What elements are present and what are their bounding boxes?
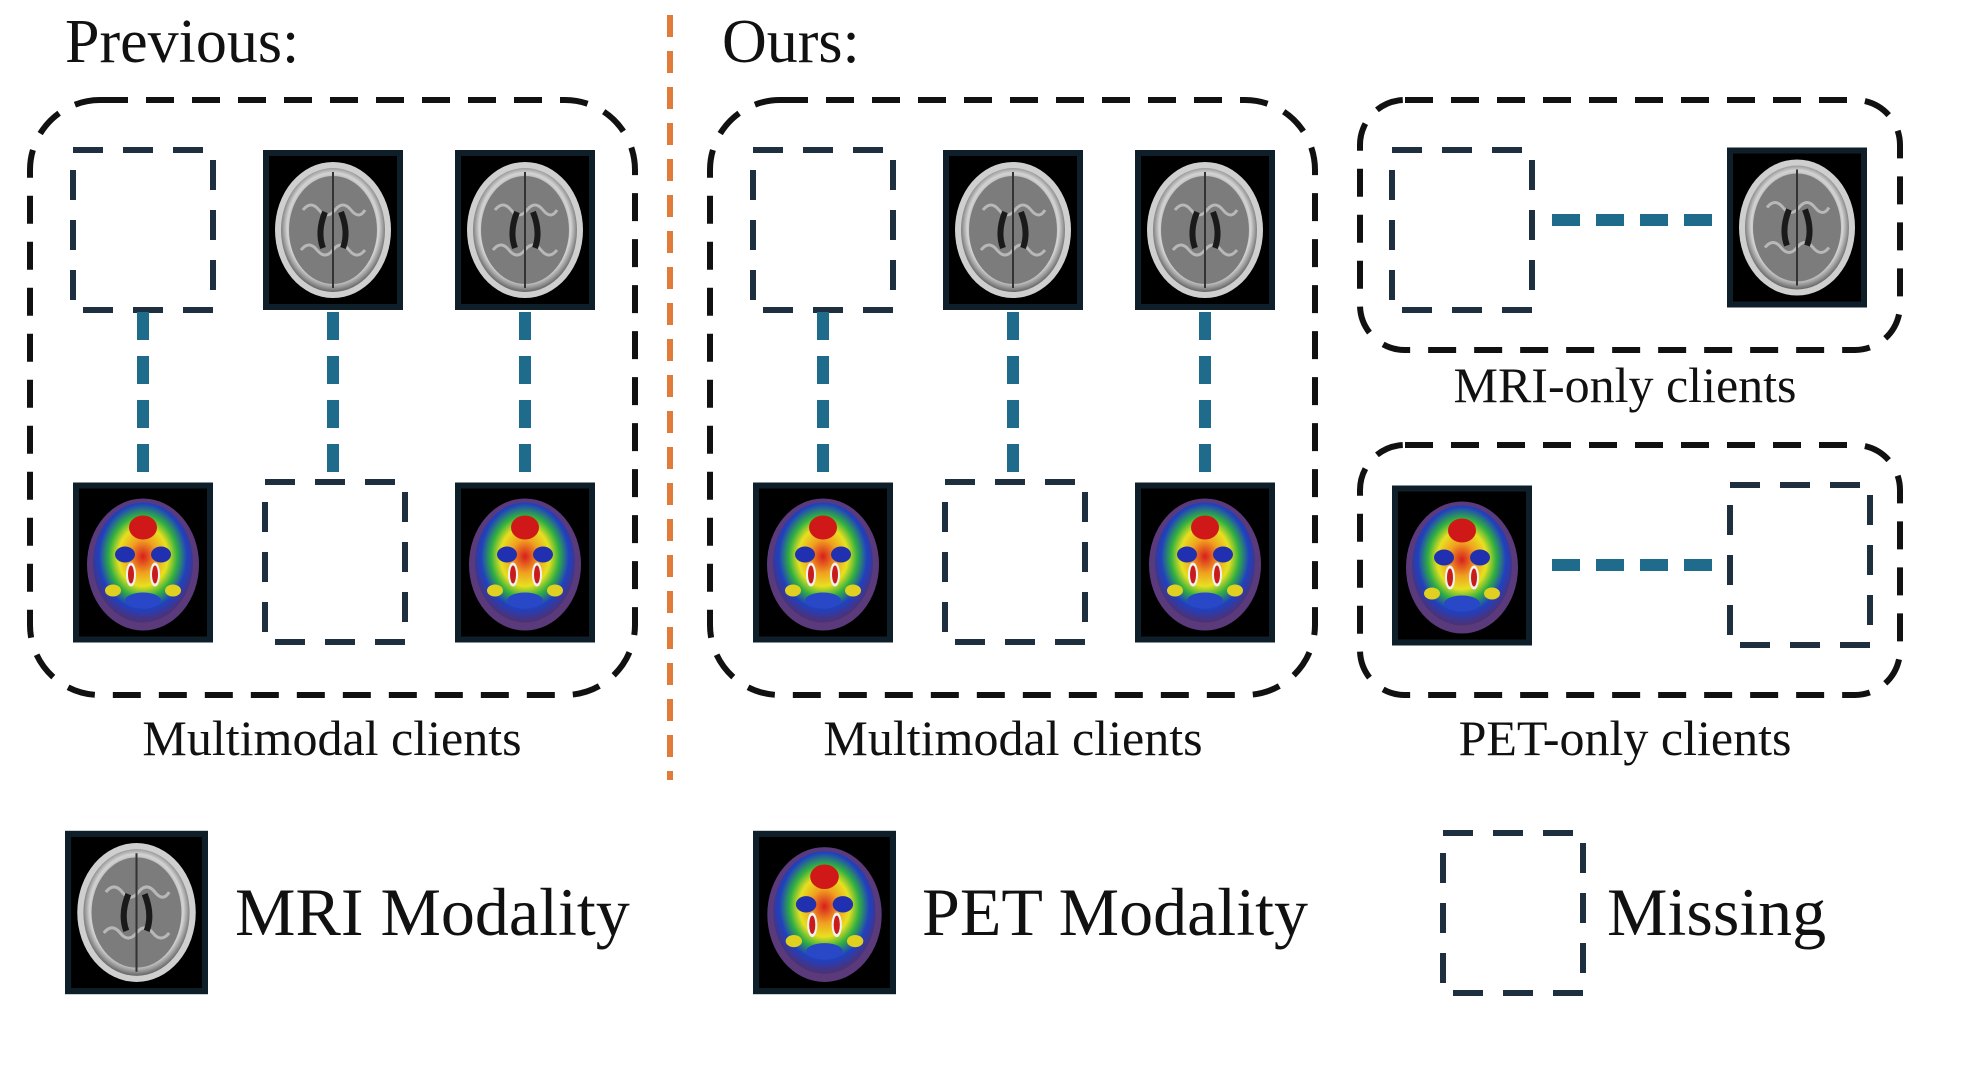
group-box-pet-only — [1357, 442, 1903, 698]
legend-missing-label: Missing — [1607, 874, 1826, 950]
legend-pet-label: PET Modality — [922, 874, 1308, 950]
group-box-ours-multimodal — [707, 97, 1318, 698]
mri-tile — [455, 150, 595, 310]
missing-mri-box — [70, 147, 216, 313]
group-box-mri-only — [1357, 97, 1903, 353]
missing-pet-box — [942, 479, 1088, 645]
group-box-previous-multimodal — [27, 97, 638, 698]
mri-tile — [1727, 148, 1867, 308]
group-label-previous-multimodal: Multimodal clients — [142, 710, 521, 766]
pet-tile — [753, 482, 893, 643]
missing-mri-box — [750, 147, 896, 313]
mri-tile — [263, 150, 403, 310]
missing-pet-box — [1389, 147, 1535, 313]
group-label-pet-only: PET-only clients — [1459, 710, 1792, 766]
missing-mri-box — [1727, 482, 1873, 648]
pet-tile — [455, 482, 595, 643]
legend-pet-swatch — [753, 830, 896, 995]
heading-ours: Ours: — [722, 8, 860, 76]
pet-tile — [1392, 485, 1532, 646]
mri-tile — [943, 150, 1083, 310]
pet-tile — [1135, 482, 1275, 643]
legend-mri-label: MRI Modality — [235, 874, 630, 950]
legend-missing-swatch — [1440, 830, 1586, 996]
group-label-ours-multimodal: Multimodal clients — [823, 710, 1202, 766]
mri-tile — [1135, 150, 1275, 310]
pet-tile — [73, 482, 213, 643]
group-label-mri-only: MRI-only clients — [1453, 357, 1796, 413]
missing-pet-box — [262, 479, 408, 645]
heading-previous: Previous: — [65, 8, 299, 76]
legend-mri-swatch — [65, 831, 208, 994]
